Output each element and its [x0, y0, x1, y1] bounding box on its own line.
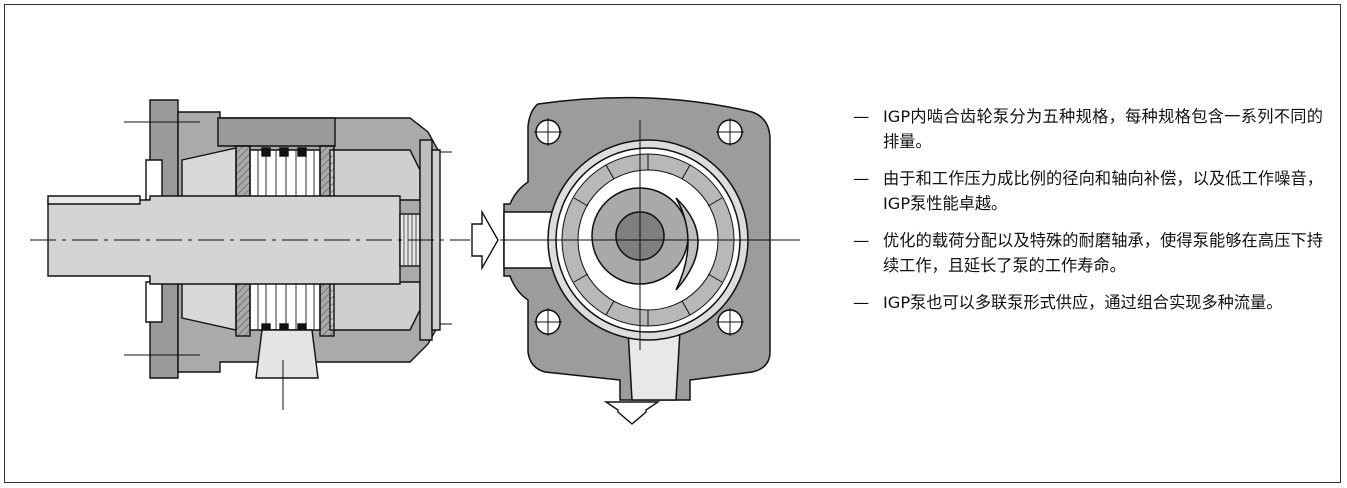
outlet-port	[255, 329, 319, 379]
page-frame	[4, 4, 1341, 483]
feature-item: — IGP泵也可以多联泵形式供应，通过组合实现多种流量。	[853, 290, 1323, 315]
feature-item: — IGP内啮合齿轮泵分为五种规格，每种规格包含一系列不同的排量。	[853, 104, 1323, 154]
feature-list: — IGP内啮合齿轮泵分为五种规格，每种规格包含一系列不同的排量。 — 由于和工作压…	[853, 104, 1323, 327]
feature-item: — 优化的载荷分配以及特殊的耐磨轴承，使得泵能够在高压下持续工作，且延长了泵的工作…	[853, 228, 1323, 278]
bullet-dash: —	[853, 169, 870, 188]
pump-drawing	[30, 96, 800, 425]
bullet-dash: —	[853, 293, 870, 312]
feature-text: IGP泵也可以多联泵形式供应，通过组合实现多种流量。	[883, 293, 1283, 312]
top-cap	[217, 117, 336, 147]
crescent-filler	[675, 197, 699, 291]
inlet-arrow	[471, 209, 499, 271]
longitudinal-section	[47, 99, 441, 379]
drive-shaft	[47, 195, 401, 285]
bullet-dash: —	[853, 107, 870, 126]
outlet-arrow	[603, 401, 661, 425]
feature-text: 优化的载荷分配以及特殊的耐磨轴承，使得泵能够在高压下持续工作，且延长了泵的工作寿…	[883, 231, 1323, 275]
feature-text: 由于和工作压力成比例的径向和轴向补偿，以及低工作噪音，IGP泵性能卓越。	[883, 169, 1323, 213]
bullet-dash: —	[853, 231, 870, 250]
feature-text: IGP内啮合齿轮泵分为五种规格，每种规格包含一系列不同的排量。	[883, 107, 1323, 151]
feature-item: — 由于和工作压力成比例的径向和轴向补偿，以及低工作噪音，IGP泵性能卓越。	[853, 166, 1323, 216]
